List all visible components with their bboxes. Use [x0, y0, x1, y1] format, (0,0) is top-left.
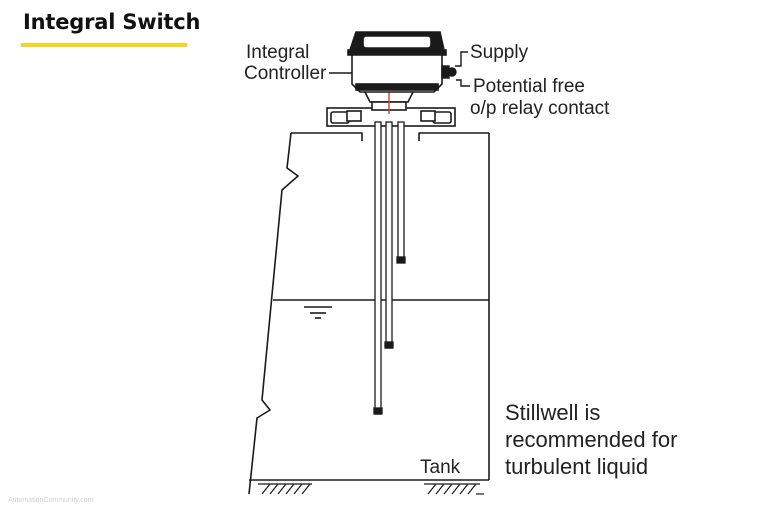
ground-hatch	[258, 483, 484, 495]
probe-rods	[373, 121, 406, 415]
stillwell-note-line1: Stillwell is	[505, 400, 601, 425]
stillwell-note-line3: turbulent liquid	[505, 454, 649, 479]
tank-top	[291, 132, 363, 141]
cable-gland	[441, 65, 457, 79]
diagram-title: Integral Switch	[23, 10, 201, 34]
controller-housing	[347, 31, 447, 93]
supply-label: Supply	[470, 42, 529, 63]
potential-free-label-line1: Potential free	[473, 76, 585, 97]
supply-leader	[455, 51, 468, 67]
tank-label: Tank	[420, 457, 461, 478]
watermark: AutomationCommunity.com	[8, 497, 94, 504]
title-underline	[21, 43, 187, 47]
relay-leader	[456, 79, 470, 87]
tank-left-wall	[248, 132, 299, 495]
tank-top-right	[418, 132, 489, 141]
potential-free-label-line2: o/p relay contact	[470, 98, 610, 119]
integral-controller-label-line2: Controller	[244, 63, 327, 84]
integral-controller-label-line1: Integral	[246, 42, 310, 63]
stillwell-note-line2: recommended for	[505, 427, 678, 452]
